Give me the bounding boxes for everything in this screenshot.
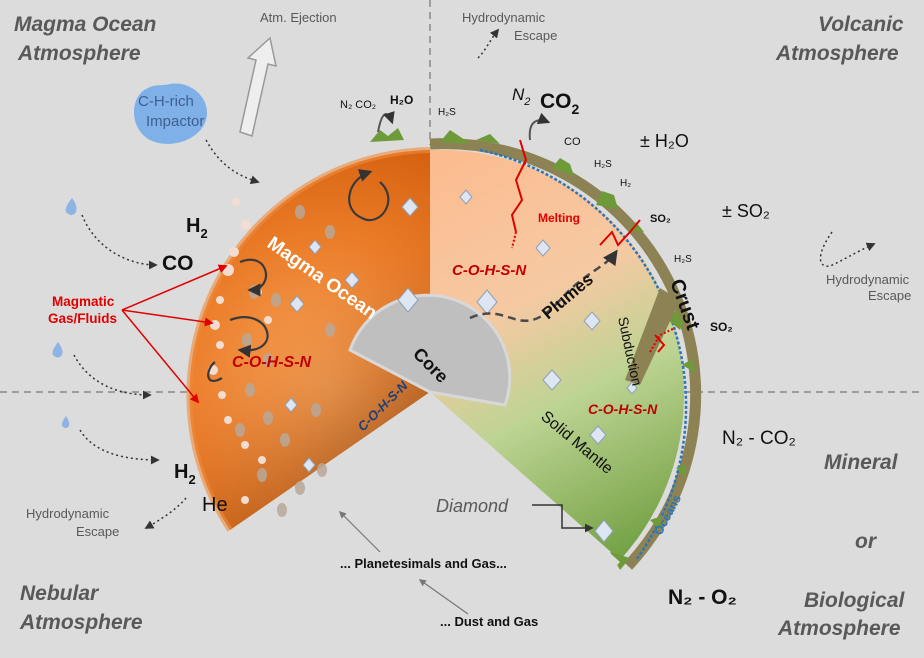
gas-h2o: ± H₂O: [640, 131, 689, 151]
ocean-layer: [479, 148, 688, 561]
gas-n2-o2: N₂ - O₂: [668, 586, 737, 609]
cohsn-magma-label: C-O-H-S-N: [232, 354, 312, 371]
gas-h2-small: H₂: [620, 178, 631, 189]
corner-magma-line2: Atmosphere: [17, 42, 141, 65]
fluid-drops: [235, 205, 335, 517]
hydro-escape-left-1: Hydrodynamic: [26, 506, 110, 521]
magmatic-gas-label-2: Gas/Fluids: [48, 311, 117, 326]
hydro-escape-right-1: Hydrodynamic: [826, 272, 910, 287]
core: [348, 293, 512, 407]
gas-n2-co2: N₂ - CO₂: [722, 428, 796, 449]
gas-h2s-small: H₂S: [438, 107, 456, 118]
corner-mineral: Mineral: [824, 451, 899, 474]
gas-h2-top: H2: [186, 215, 208, 241]
corner-biological-line1: Biological: [804, 589, 906, 612]
hydro-escape-right-2: Escape: [868, 288, 911, 303]
corner-volcanic-line1: Volcanic: [818, 13, 904, 36]
impactor-label-2: Impactor: [146, 113, 204, 130]
cohsn-plume-label: C-O-H-S-N: [452, 262, 527, 279]
magmatic-gas-arrows: [121, 264, 228, 404]
gas-h2-bottom: H2: [174, 461, 196, 487]
atm-ejection-label: Atm. Ejection: [260, 10, 337, 25]
gas-he: He: [202, 494, 228, 516]
crust-layer: [429, 138, 702, 570]
hydro-escape-top-1: Hydrodynamic: [462, 10, 546, 25]
corner-nebular-line1: Nebular: [20, 582, 100, 605]
impactor: [134, 83, 208, 144]
melt-conduit-1: [510, 139, 528, 233]
gas-co: CO: [162, 252, 194, 275]
gas-so2-b: ± SO₂: [722, 201, 770, 221]
melting-label: Melting: [538, 211, 580, 225]
corner-volcanic-line2: Atmosphere: [775, 42, 899, 65]
corner-nebular-line2: Atmosphere: [19, 611, 143, 634]
solid-mantle-region: [430, 149, 685, 560]
plume-arrow: [469, 249, 618, 322]
hydro-escape-top-2: Escape: [514, 28, 557, 43]
dust-gas-label: ... Dust and Gas: [440, 614, 538, 629]
gas-h2o-small: H₂O: [390, 93, 413, 107]
melt-conduit-2: [599, 219, 641, 247]
gas-so2-a: SO₂: [650, 213, 671, 225]
gas-n2-co2-small: N₂ CO₂: [340, 99, 376, 111]
accretion-arrows: [73, 28, 876, 529]
planetesimals-label: ... Planetesimals and Gas...: [340, 556, 507, 571]
diamond-label: Diamond: [436, 496, 509, 516]
gas-n2: N2: [512, 85, 530, 108]
corner-magma-line1: Magma Ocean: [14, 13, 156, 36]
gas-so2-c: SO₂: [710, 320, 733, 334]
impactor-label-1: C-H-rich: [138, 93, 194, 110]
gas-h2s-a: H₂S: [594, 159, 612, 170]
convection-arrow-top: [348, 169, 390, 222]
hydro-escape-left-2: Escape: [76, 524, 119, 539]
gas-h2s-b: H₂S: [674, 254, 692, 265]
atm-ejection-arrow: [239, 36, 277, 137]
gas-co2: CO2: [540, 90, 580, 117]
corner-biological-line2: Atmosphere: [777, 617, 901, 640]
diamonds: [284, 189, 638, 543]
blue-drops: [52, 198, 77, 428]
gas-co-small: CO: [564, 136, 581, 148]
cohsn-mantle-label: C-O-H-S-N: [588, 401, 658, 417]
magmatic-gas-label-1: Magmatic: [52, 294, 115, 309]
subduction-slab: [625, 288, 680, 385]
corner-or: or: [855, 530, 878, 553]
